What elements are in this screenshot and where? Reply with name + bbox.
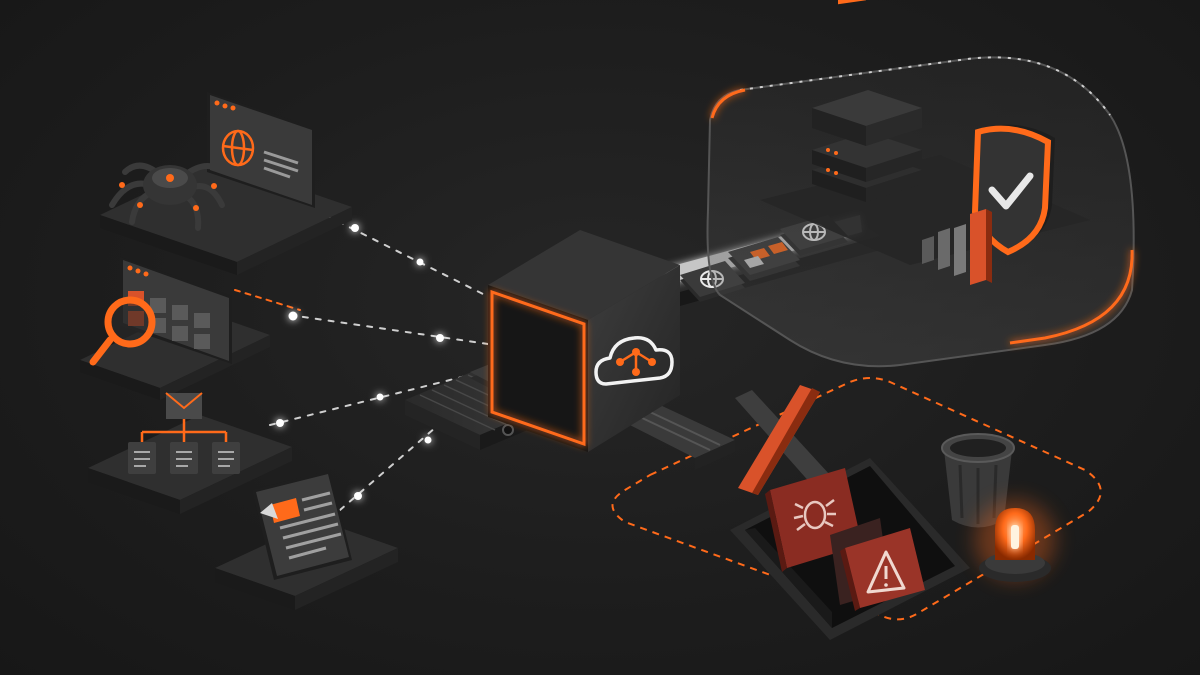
connector-search-accent — [234, 289, 301, 311]
alarm-light-icon — [975, 500, 1055, 582]
connector-document — [339, 414, 451, 511]
globe-icon — [221, 129, 255, 167]
sitemap-icon — [128, 392, 240, 474]
warning-card — [840, 528, 925, 611]
vault-accent-edge — [1009, 249, 1134, 345]
search-platform — [80, 257, 270, 400]
document-platform — [215, 470, 398, 610]
connector-sitemap — [269, 374, 471, 426]
reject-zone — [611, 377, 1102, 640]
envelope-icon — [165, 392, 203, 419]
crawler-platform — [100, 92, 352, 275]
connector-lines — [234, 209, 496, 511]
x-mark-icon — [735, 385, 830, 495]
server-stack-icon — [812, 0, 922, 202]
document-icon — [252, 470, 352, 580]
cloud-network-icon — [594, 336, 674, 386]
sitemap-platform — [88, 392, 292, 514]
bar-chart-icon — [922, 209, 992, 285]
connector-dots — [276, 224, 444, 500]
browser-window-icon — [207, 92, 315, 208]
bug-icon — [793, 499, 836, 531]
spider-robot-icon — [109, 162, 225, 231]
connector-search — [289, 314, 496, 346]
secure-vault — [706, 0, 1135, 368]
warning-icon — [866, 550, 906, 594]
cloud-processor — [488, 230, 680, 452]
processor-glow-frame — [490, 289, 586, 447]
magnifier-icon — [89, 296, 156, 366]
